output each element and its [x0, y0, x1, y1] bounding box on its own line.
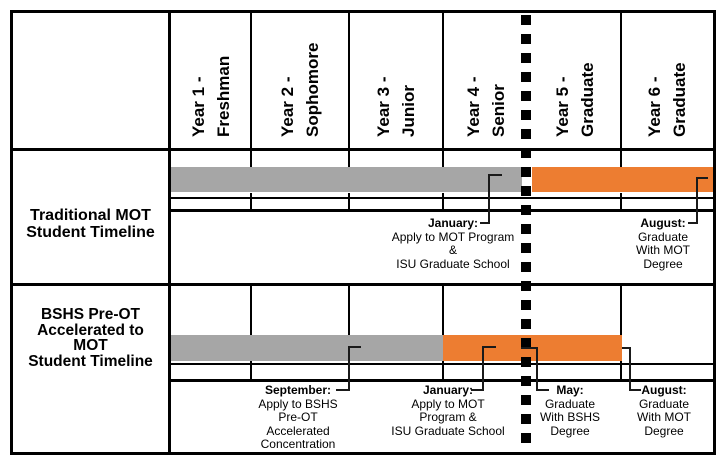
- grid-col-line: [348, 13, 350, 148]
- callout-month: September:: [264, 383, 332, 397]
- callout-line: Graduate: [638, 396, 690, 411]
- callout-accelerated-may: May: Graduate With BSHS Degree: [510, 383, 630, 438]
- callout-line: Apply to MOT: [411, 396, 485, 411]
- callout-traditional-august: August: Graduate With MOT Degree: [603, 216, 723, 271]
- callout-line: &: [448, 243, 457, 257]
- grid-col-stub: [442, 151, 444, 167]
- label-line: Student Timeline: [28, 352, 153, 370]
- header-bottom-border: [10, 148, 716, 151]
- traditional-graduate-bar: [532, 167, 713, 192]
- dashed-year-divider: [521, 15, 531, 453]
- callout-line: ISU Graduate School: [391, 423, 505, 438]
- callout-line: Degree: [550, 423, 590, 438]
- callout-line: Concentration: [260, 437, 336, 451]
- grid-col-stub: [442, 361, 444, 382]
- grid-col-stub: [620, 361, 622, 382]
- grid-col-stub: [250, 286, 252, 335]
- callout-accelerated-january: January: Apply to MOT Program & ISU Grad…: [378, 383, 518, 438]
- callout-line: ISU Graduate School: [396, 256, 510, 271]
- grid-col-stub: [250, 361, 252, 382]
- callout-month: January:: [427, 216, 479, 230]
- grid-col-stub: [620, 151, 622, 167]
- callout-line: With MOT: [636, 243, 690, 257]
- grid-col-stub: [348, 193, 350, 212]
- label-column-divider: [168, 10, 171, 455]
- accelerated-row-label: BSHS Pre-OT Accelerated to MOT Student T…: [13, 307, 168, 369]
- label-line: BSHS Pre-OT: [40, 306, 141, 323]
- callout-month: January:: [422, 383, 474, 397]
- grid-col-stub: [250, 193, 252, 212]
- callout-month: May:: [556, 383, 584, 397]
- grid-col-line: [250, 13, 252, 148]
- grid-col-line: [442, 13, 444, 148]
- accelerated-undergrad-bar: [171, 335, 443, 361]
- callout-line: Apply to BSHS: [258, 396, 338, 411]
- callout-line: With BSHS: [539, 410, 600, 424]
- callout-month: August:: [640, 216, 686, 230]
- row1-thin-line: [168, 197, 713, 199]
- callout-line: Pre-OT: [278, 410, 318, 424]
- callout-line: Graduate: [544, 396, 596, 411]
- traditional-undergrad-bar: [171, 167, 522, 192]
- callout-month: August:: [641, 383, 687, 397]
- label-line: Traditional MOT: [30, 207, 151, 224]
- grid-col-line: [620, 13, 622, 148]
- grid-col-stub: [620, 193, 622, 212]
- callout-line: Apply to MOT Program: [391, 229, 515, 244]
- callout-traditional-january: January: Apply to MOT Program & ISU Grad…: [378, 216, 528, 271]
- grid-col-stub: [442, 286, 444, 335]
- grid-col-stub: [348, 286, 350, 335]
- callout-line: With MOT: [637, 410, 691, 424]
- row1-annotation-top-border: [168, 209, 713, 212]
- grid-col-stub: [442, 193, 444, 212]
- label-line: Student Timeline: [26, 224, 155, 241]
- label-line: MOT: [73, 337, 108, 354]
- row2-thin-line: [168, 363, 713, 365]
- traditional-row-label: Traditional MOT Student Timeline: [13, 207, 168, 241]
- callout-line: Degree: [643, 256, 683, 271]
- table-border: [10, 10, 716, 455]
- callout-line: Degree: [644, 423, 684, 438]
- row2-annotation-top-border: [168, 379, 713, 382]
- callout-accelerated-august: August: Graduate With MOT Degree: [604, 383, 724, 438]
- callout-line: Accelerated: [266, 423, 330, 438]
- grid-col-stub: [348, 151, 350, 167]
- label-line: Accelerated to: [37, 321, 144, 339]
- grid-col-stub: [620, 286, 622, 335]
- callout-accelerated-september: September: Apply to BSHS Pre-OT Accelera…: [228, 383, 368, 452]
- grid-col-stub: [250, 151, 252, 167]
- callout-line: Graduate: [637, 229, 689, 244]
- callout-line: Program &: [419, 410, 477, 424]
- row-separator: [10, 283, 716, 286]
